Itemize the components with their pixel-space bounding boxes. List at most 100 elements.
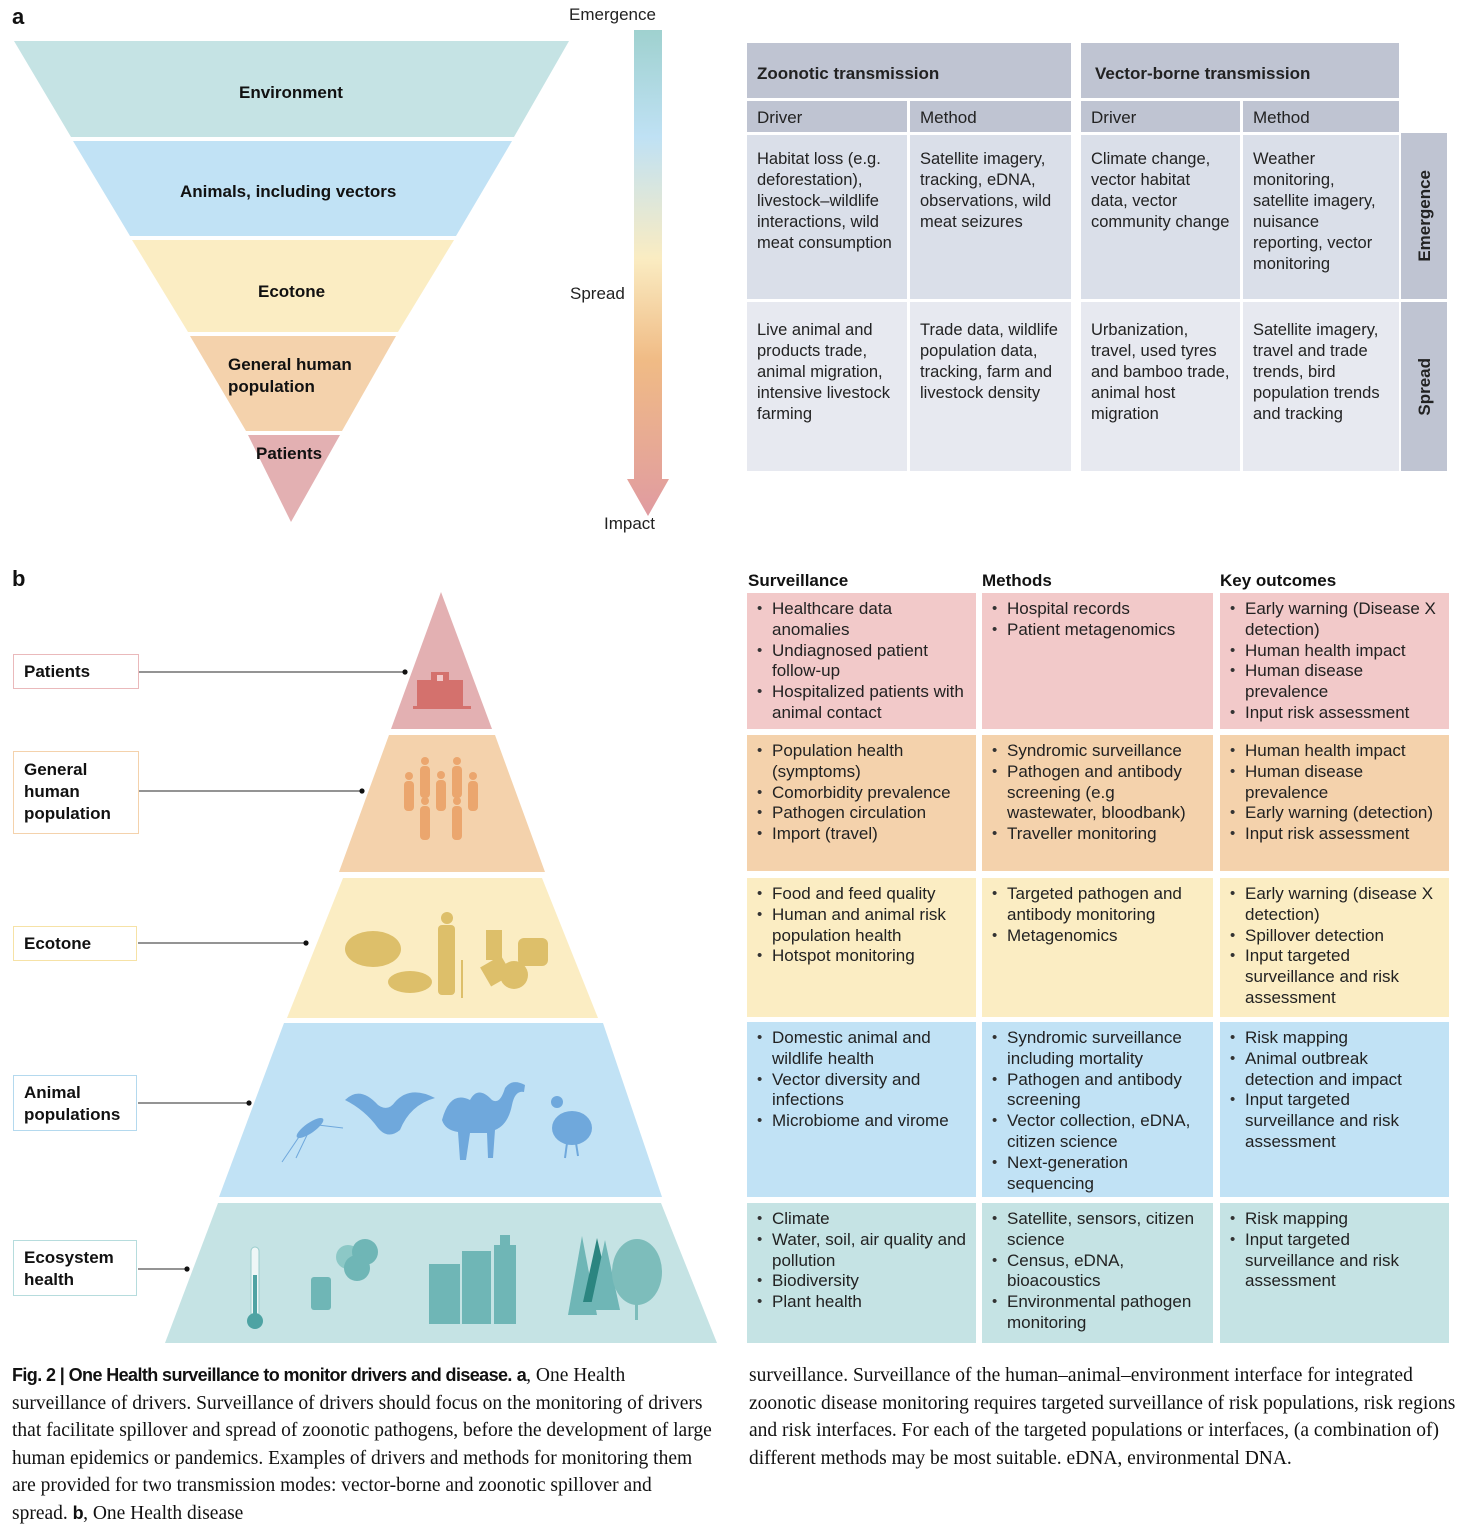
funnel-label-animals: Animals, including vectors (180, 182, 397, 201)
list-item: Risk mapping (1230, 1028, 1439, 1049)
list-item: Input risk assessment (1230, 703, 1439, 724)
list-item: Early warning (disease X detection) (1230, 884, 1439, 926)
list-item: Satellite, sensors, citizen science (992, 1209, 1203, 1251)
cell-methods-patients: Hospital recordsPatient metagenomics (982, 593, 1213, 729)
list-item: Traveller monitoring (992, 824, 1203, 845)
bat-icon (345, 1092, 435, 1135)
group-header-vector-borne: Vector-borne transmission (1081, 43, 1399, 98)
list-item: Healthcare data anomalies (757, 599, 966, 641)
cell-vector-method-emergence: Weather monitoring, satellite imagery, n… (1243, 135, 1399, 299)
cell-surveillance-ecosystem-health: ClimateWater, soil, air quality and poll… (747, 1203, 976, 1343)
outcomes-list: Risk mappingAnimal outbreak detection an… (1230, 1028, 1439, 1153)
funnel-layer-ecotone (132, 240, 454, 332)
list-item: Next-generation sequencing (992, 1153, 1203, 1195)
level-label-general-population: General human population (13, 751, 139, 834)
cell-outcomes-patients: Early warning (Disease X detection)Human… (1220, 593, 1449, 729)
cell-methods-animal-populations: Syndromic surveillance including mortali… (982, 1022, 1213, 1197)
list-item: Early warning (detection) (1230, 803, 1439, 824)
surveillance-list: Domestic animal and wildlife healthVecto… (757, 1028, 966, 1132)
list-item: Water, soil, air quality and pollution (757, 1230, 966, 1272)
outcomes-list: Risk mappingInput targeted surveillance … (1230, 1209, 1439, 1292)
camel-icon (442, 1082, 525, 1160)
group-header-zoonotic: Zoonotic transmission (747, 43, 1071, 98)
list-item: Import (travel) (757, 824, 966, 845)
list-item: Pathogen and antibody screening (e.g was… (992, 762, 1203, 824)
surveillance-list: Population health (symptoms)Comorbidity … (757, 741, 966, 845)
caption-fig-label: Fig. 2 | One Health surveillance to moni… (12, 1365, 512, 1385)
list-item: Input targeted surveillance and risk ass… (1230, 946, 1439, 1008)
list-item: Population health (symptoms) (757, 741, 966, 783)
list-item: Biodiversity (757, 1271, 966, 1292)
column-header-methods: Methods (982, 571, 1052, 590)
emergence-impact-arrow (627, 30, 669, 516)
list-item: Human health impact (1230, 641, 1439, 662)
list-item: Human health impact (1230, 741, 1439, 762)
list-item: Hotspot monitoring (757, 946, 966, 967)
list-item: Microbiome and virome (757, 1111, 966, 1132)
column-header-surveillance: Surveillance (748, 571, 849, 590)
list-item: Census, eDNA, bioacoustics (992, 1251, 1203, 1293)
column-header-key-outcomes: Key outcomes (1220, 571, 1337, 590)
list-item: Pathogen circulation (757, 803, 966, 824)
thermometer-icon (247, 1246, 263, 1329)
list-item: Syndromic surveillance including mortali… (992, 1028, 1203, 1070)
cell-zoonotic-driver-emergence: Habitat loss (e.g. deforestation), lives… (747, 135, 907, 299)
list-item: Animal outbreak detection and impact (1230, 1049, 1439, 1091)
cell-surveillance-animal-populations: Domestic animal and wildlife healthVecto… (747, 1022, 976, 1197)
panel-b-label: b (12, 566, 26, 591)
inverted-funnel (14, 41, 569, 522)
cell-outcomes-ecosystem-health: Risk mappingInput targeted surveillance … (1220, 1203, 1449, 1343)
farmer-icon (438, 912, 463, 998)
caption-a-marker: a (516, 1365, 527, 1385)
subheader-driver: Driver (1081, 101, 1240, 132)
methods-list: Satellite, sensors, citizen scienceCensu… (992, 1209, 1203, 1334)
surveillance-list: Food and feed qualityHuman and animal ri… (757, 884, 966, 967)
cell-vector-method-spread: Satellite imagery, travel and trade tren… (1243, 302, 1399, 471)
chicken-icon (551, 1096, 592, 1159)
methods-list: Syndromic surveillance including mortali… (992, 1028, 1203, 1194)
outcomes-list: Human health impactHuman disease prevale… (1230, 741, 1439, 845)
surveillance-list: ClimateWater, soil, air quality and poll… (757, 1209, 966, 1313)
caption-a-text: , One Health surveillance of drivers. Su… (12, 1365, 712, 1524)
trees-icon (568, 1236, 662, 1320)
list-item: Hospitalized patients with animal contac… (757, 682, 966, 724)
cell-surveillance-general-human-population: Population health (symptoms)Comorbidity … (747, 735, 976, 871)
list-item: Patient metagenomics (992, 620, 1203, 641)
list-item: Domestic animal and wildlife health (757, 1028, 966, 1070)
cell-outcomes-general-human-population: Human health impactHuman disease prevale… (1220, 735, 1449, 871)
city-buildings-icon (429, 1235, 516, 1324)
hospital-icon (413, 672, 471, 709)
pyramid-layer-animal-populations (219, 1023, 662, 1197)
funnel-label-general-population: General human population (228, 355, 352, 396)
figure-caption-right: surveillance. Surveillance of the human–… (749, 1362, 1461, 1472)
caption-b-text-start: , One Health disease (83, 1502, 244, 1524)
funnel-layer-animals (73, 141, 512, 236)
list-item: Plant health (757, 1292, 966, 1313)
funnel-layer-patients (248, 435, 340, 522)
cell-zoonotic-method-spread: Trade data, wildlife population data, tr… (910, 302, 1071, 471)
list-item: Early warning (Disease X detection) (1230, 599, 1439, 641)
list-item: Undiagnosed patient follow-up (757, 641, 966, 683)
caption-b-text-continued: surveillance. Surveillance of the human–… (749, 1365, 1456, 1469)
methods-list: Hospital recordsPatient metagenomics (992, 599, 1203, 641)
funnel-label-environment: Environment (239, 83, 343, 102)
list-item: Environmental pathogen monitoring (992, 1292, 1203, 1334)
row-label-spread: Spread (1401, 302, 1447, 471)
list-item: Human disease prevalence (1230, 661, 1439, 703)
list-item: Pathogen and antibody screening (992, 1070, 1203, 1112)
cell-surveillance-patients: Healthcare data anomaliesUndiagnosed pat… (747, 593, 976, 729)
list-item: Climate (757, 1209, 966, 1230)
funnel-layer-environment (14, 41, 569, 137)
level-label-patients: Patients (13, 654, 139, 689)
cell-outcomes-animal-populations: Risk mappingAnimal outbreak detection an… (1220, 1022, 1449, 1197)
list-item: Syndromic surveillance (992, 741, 1203, 762)
list-item: Spillover detection (1230, 926, 1439, 947)
subheader-method: Method (1243, 101, 1399, 132)
list-item: Food and feed quality (757, 884, 966, 905)
surveillance-pyramid (138, 592, 717, 1343)
row-label-spread-text: Spread (1414, 357, 1434, 416)
scale-label-impact: Impact (604, 514, 656, 533)
subheader-driver: Driver (747, 101, 907, 132)
mosquito-icon (281, 1117, 344, 1163)
row-label-emergence: Emergence (1401, 133, 1447, 299)
